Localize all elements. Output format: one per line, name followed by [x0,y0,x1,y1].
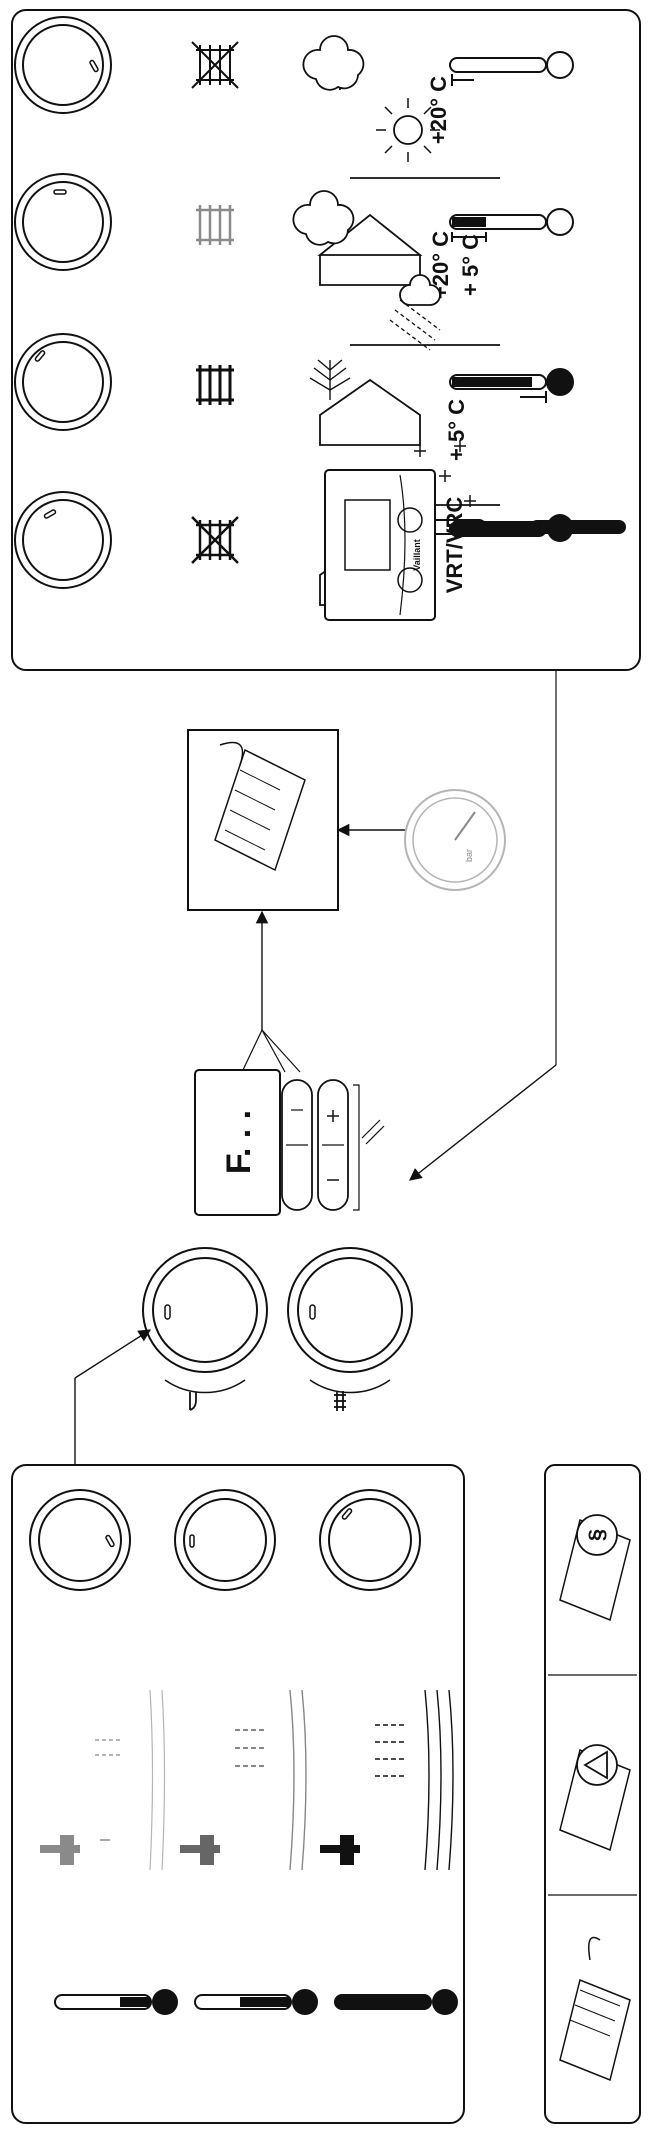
fault-line-1 [241,1029,263,1073]
manual-warning-icon [559,1744,631,1852]
controller-brand: Vaillant [412,539,422,571]
heating-row-controller: Vaillant VRT/VRC [14,469,626,621]
temp-label-cold: + 5° C [444,399,469,461]
thermometer-mild-icon [449,208,574,242]
heating-row-mild: +20° C + 5° C [14,173,574,446]
gauge-unit: bar [464,849,474,862]
tap-mid-icon [180,1689,307,1871]
knob-heating-max-icon [14,491,112,589]
knob-hot-water-icon [142,1247,268,1411]
manual-with-magnifier-icon [187,729,339,911]
thermometer-cold-icon [449,368,574,403]
temp-label-warm: +20° C [426,76,451,144]
hot-water-row-mid [174,1489,318,2015]
fault-line-2 [261,1029,286,1073]
fault-section: bar F. . . [74,670,557,1465]
knob-heating-high-icon [14,333,112,431]
knob-water-low-icon [29,1489,131,1591]
thermometer-water-mid-icon [194,1989,318,2015]
thermometer-full-icon [449,516,573,542]
radiator-medium-icon [196,205,234,245]
knob-water-mid-icon [174,1489,276,1591]
manual-reading-icon [559,1936,631,2082]
thermometer-water-high-icon [334,1989,458,2015]
fault-display-icon: F. . . [194,1069,281,1216]
radiator-full-icon [196,365,234,405]
fault-line-3 [261,1029,301,1073]
hot-water-row-low [29,1489,178,2015]
hot-water-panel [11,1464,465,2124]
heating-settings-panel: +20° C [11,9,641,671]
tap-high-icon [320,1689,454,1871]
controller-label: VRT/VRC [442,497,467,594]
control-buttons-icon [281,1079,385,1211]
rainy-house-icon [292,190,500,446]
sunny-house-icon [302,35,500,286]
thermometer-water-low-icon [54,1989,178,2015]
knob-water-high-icon [319,1489,421,1591]
knob-heating-low-icon [14,16,112,114]
fault-code: F. . . [220,1110,258,1174]
temp-label-mild-bottom: + 5° C [458,234,483,296]
documentation-panel: § [544,1464,641,2124]
room-controller-icon: Vaillant [324,469,436,621]
arrow-to-hotwater-knob-tip [74,1329,152,1379]
thermometer-warm-icon [449,51,574,86]
radiator-levels-icon [191,516,239,564]
knob-heating-mid-icon [14,173,112,271]
radiator-off-icon [191,41,239,89]
arrow-to-heating-knob [409,1064,557,1181]
pressure-gauge-icon: bar [404,789,506,891]
tap-low-icon [40,1689,166,1871]
knob-heating-icon [287,1247,413,1411]
hot-water-row-high [319,1489,458,2015]
heating-row-warm: +20° C [14,16,574,286]
info-symbol: § [584,1529,609,1541]
manual-info-icon: § [559,1514,631,1622]
